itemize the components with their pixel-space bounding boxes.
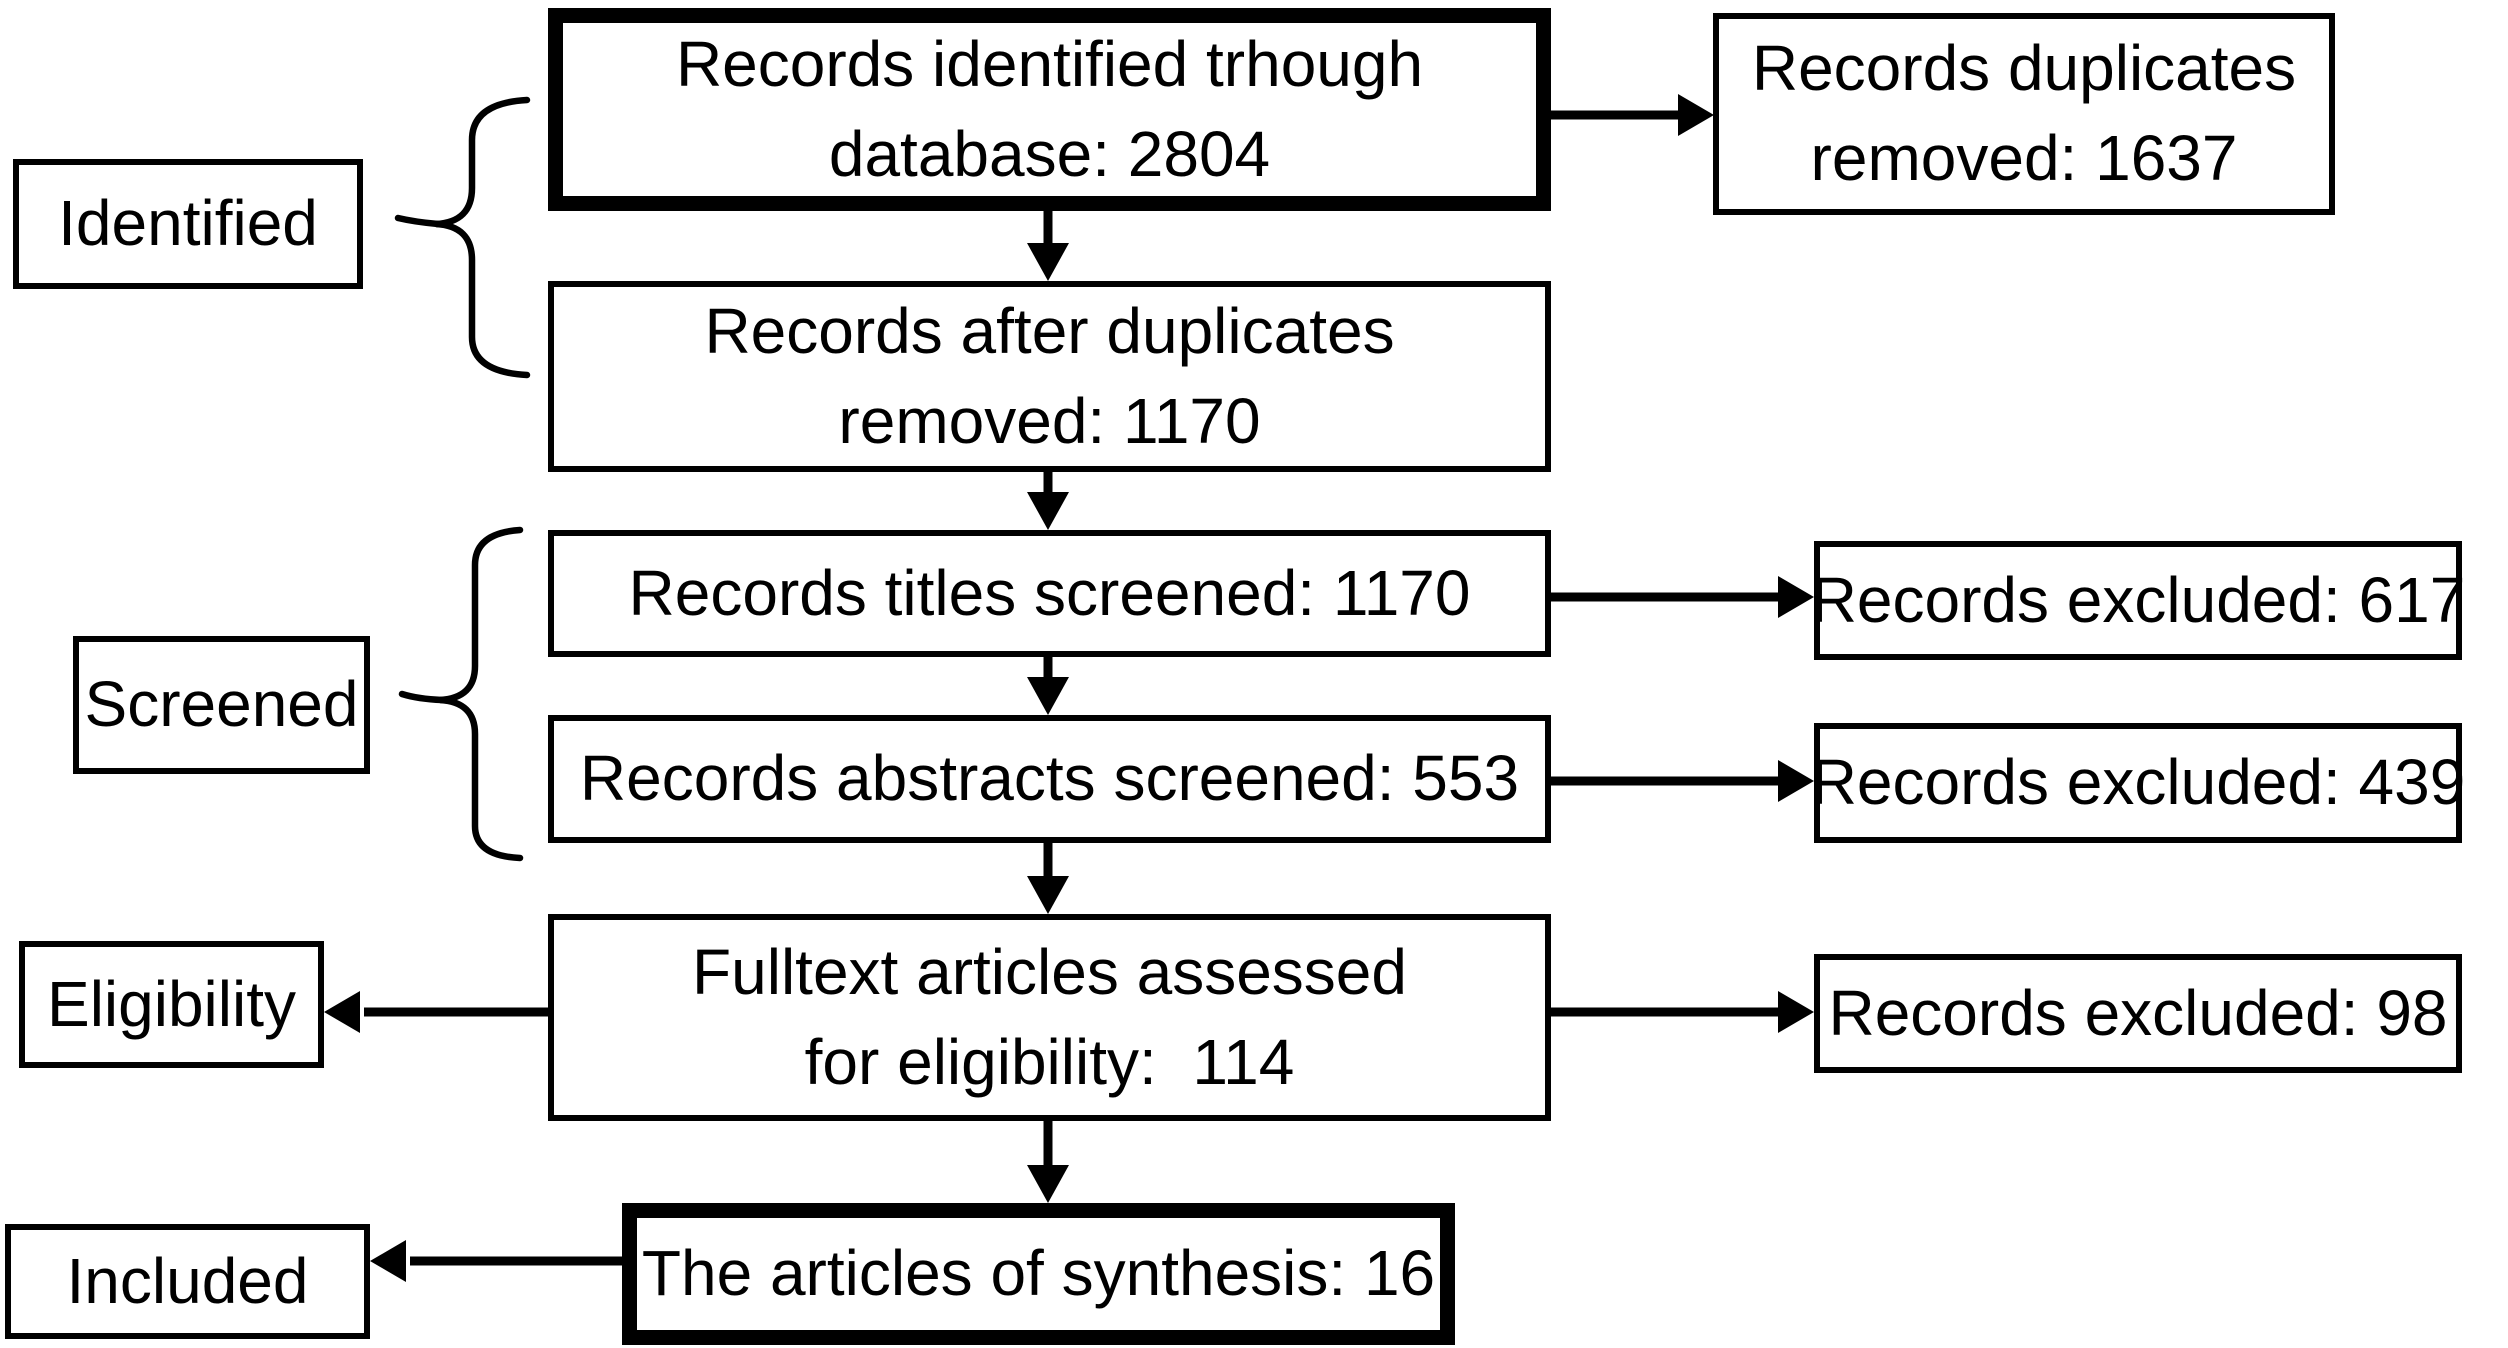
brace-screened-stage: [398, 526, 524, 862]
arrow-identified-to-after-duplicates: [1027, 211, 1069, 281]
stage-label-screened-text: Screened: [84, 668, 359, 741]
arrow-titles-screened-to-excluded: [1551, 576, 1814, 618]
box-records-after-duplicates-text: Records after duplicates removed: 1170: [704, 294, 1395, 457]
box-abstracts-screened: Records abstracts screened: 553: [548, 715, 1551, 843]
box-titles-screened-text: Records titles screened: 1170: [628, 556, 1471, 629]
box-excluded-fulltext-text: Records excluded: 98: [1828, 976, 2448, 1049]
box-duplicates-removed-text: Records duplicates removed: 1637: [1751, 32, 2297, 194]
box-excluded-abstracts: Records excluded: 439: [1811, 723, 2465, 843]
box-duplicates-removed: Records duplicates removed: 1637: [1713, 13, 2335, 215]
box-fulltext-assessed: Fulltext articles assessed for eligibili…: [548, 914, 1551, 1121]
arrow-fulltext-to-excluded: [1551, 991, 1814, 1033]
box-fulltext-assessed-text: Fulltext articles assessed for eligibili…: [692, 935, 1407, 1098]
box-abstracts-screened-text: Records abstracts screened: 553: [579, 742, 1520, 815]
box-excluded-fulltext: Records excluded: 98: [1814, 954, 2462, 1073]
arrow-fulltext-to-eligibility-label: [324, 991, 548, 1033]
box-articles-of-synthesis-text: The articles of synthesis: 16: [641, 1237, 1436, 1310]
stage-label-screened: Screened: [73, 636, 370, 774]
arrow-fulltext-to-synthesis: [1027, 1121, 1069, 1203]
box-records-identified-text: Records identified trhough database: 280…: [675, 27, 1424, 190]
arrow-identified-to-duplicates-removed: [1551, 94, 1714, 136]
stage-label-eligibility-text: Eligibility: [47, 967, 296, 1040]
stage-label-identified: Identified: [13, 159, 363, 289]
box-excluded-titles: Records excluded: 617: [1811, 541, 2465, 660]
arrow-titles-to-abstracts-screened: [1027, 657, 1069, 715]
box-articles-of-synthesis: The articles of synthesis: 16: [622, 1203, 1455, 1345]
brace-identified-stage: [394, 96, 531, 379]
stage-label-included-text: Included: [66, 1244, 309, 1317]
stage-label-eligibility: Eligibility: [19, 941, 324, 1068]
stage-label-included: Included: [5, 1224, 370, 1339]
box-excluded-abstracts-text: Records excluded: 439: [1810, 746, 2466, 819]
box-records-after-duplicates: Records after duplicates removed: 1170: [548, 281, 1551, 472]
arrow-abstracts-screened-to-excluded: [1551, 760, 1814, 802]
arrow-synthesis-to-included-label: [370, 1240, 622, 1282]
stage-label-identified-text: Identified: [58, 187, 318, 260]
box-records-identified: Records identified trhough database: 280…: [548, 8, 1551, 211]
arrow-abstracts-to-fulltext: [1027, 843, 1069, 914]
box-titles-screened: Records titles screened: 1170: [548, 530, 1551, 657]
box-excluded-titles-text: Records excluded: 617: [1810, 563, 2466, 636]
arrow-after-duplicates-to-titles-screened: [1027, 472, 1069, 530]
